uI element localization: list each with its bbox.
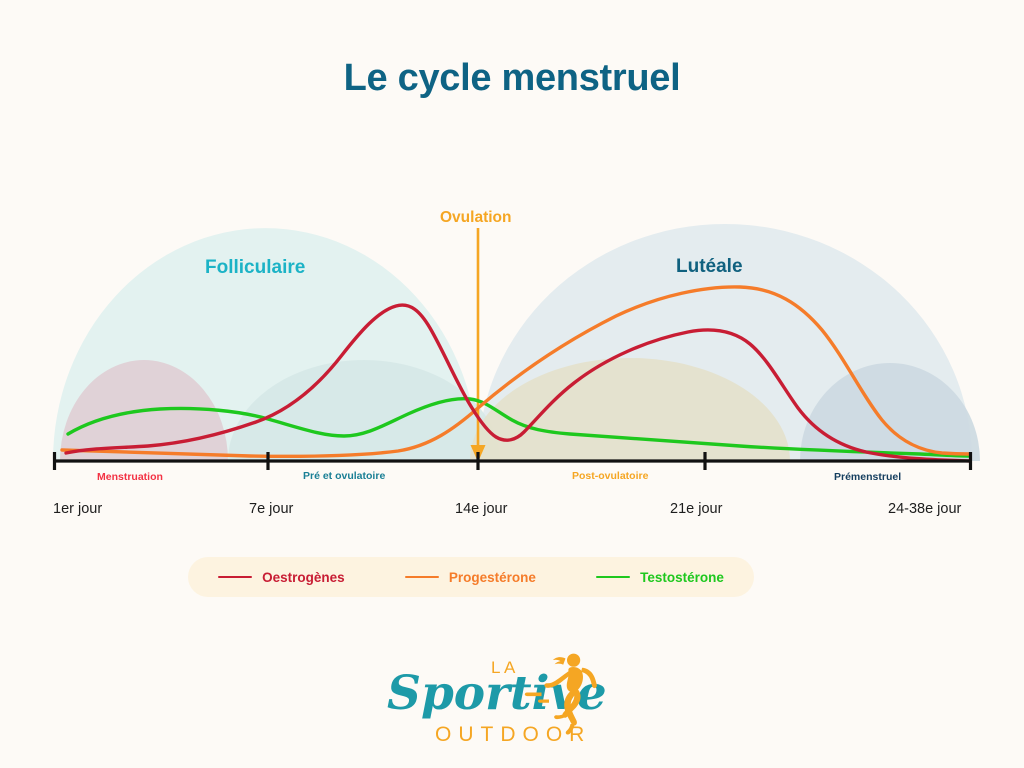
dome-premenstruel [800,363,980,461]
phase-domes [53,224,980,461]
dome-pre-ovulatoire [228,360,500,461]
legend-item-testosterone[interactable]: Testostérone [596,570,724,585]
dome-post-ovulatoire [470,358,790,461]
curve-oestrogenes [64,303,972,463]
curve-progesterone [60,285,972,459]
legend-item-oestrogenes[interactable]: Oestrogènes [218,570,345,585]
sub-phase-label-premenstruel: Prémenstruel [834,471,902,483]
x-axis [52,452,973,470]
chart-canvas [0,180,1024,480]
brand-logo-svg: LA Sportive OUTDOOR [387,653,607,746]
legend-label-progesterone: Progestérone [448,569,536,585]
curve-testosterone [66,396,972,458]
legend-swatch-oestrogenes-icon [218,575,253,579]
sub-phase-label-pre-ovulatoire: Pré et ovulatoire [303,470,386,482]
legend-swatch-testosterone-icon [596,575,631,579]
day-label-14: 14e jour [455,501,508,517]
sub-phase-label-post-ovulatoire: Post-ovulatoire [572,470,649,482]
cycle-chart-svg [53,224,980,463]
phase-label-folliculaire: Folliculaire [205,257,306,278]
day-label-28: 24-38e jour [888,501,962,517]
day-label-1: 1er jour [53,501,103,517]
phase-label-ovulation: Ovulation [440,209,512,226]
running-woman-icon [524,653,597,735]
hormone-curves [60,285,972,463]
logo-text-outdoor: OUTDOOR [435,723,591,746]
legend-item-progesterone[interactable]: Progestérone [404,569,536,585]
brand-logo[interactable]: LA Sportive OUTDOOR [381,645,643,750]
day-label-7: 7e jour [249,501,294,517]
day-label-21: 21e jour [670,501,723,517]
logo-text-la: LA [491,658,519,677]
chart-legend: Oestrogènes Progestérone Testostérone [188,557,754,597]
legend-swatch-progesterone-icon [404,575,439,579]
legend-label-testosterone: Testostérone [640,569,724,585]
phase-label-luteale: Lutéale [676,256,743,277]
legend-label-oestrogenes: Oestrogènes [262,569,345,585]
page-title: Le cycle menstruel [343,57,681,99]
sub-phase-label-menstruation: Menstruation [97,471,163,483]
